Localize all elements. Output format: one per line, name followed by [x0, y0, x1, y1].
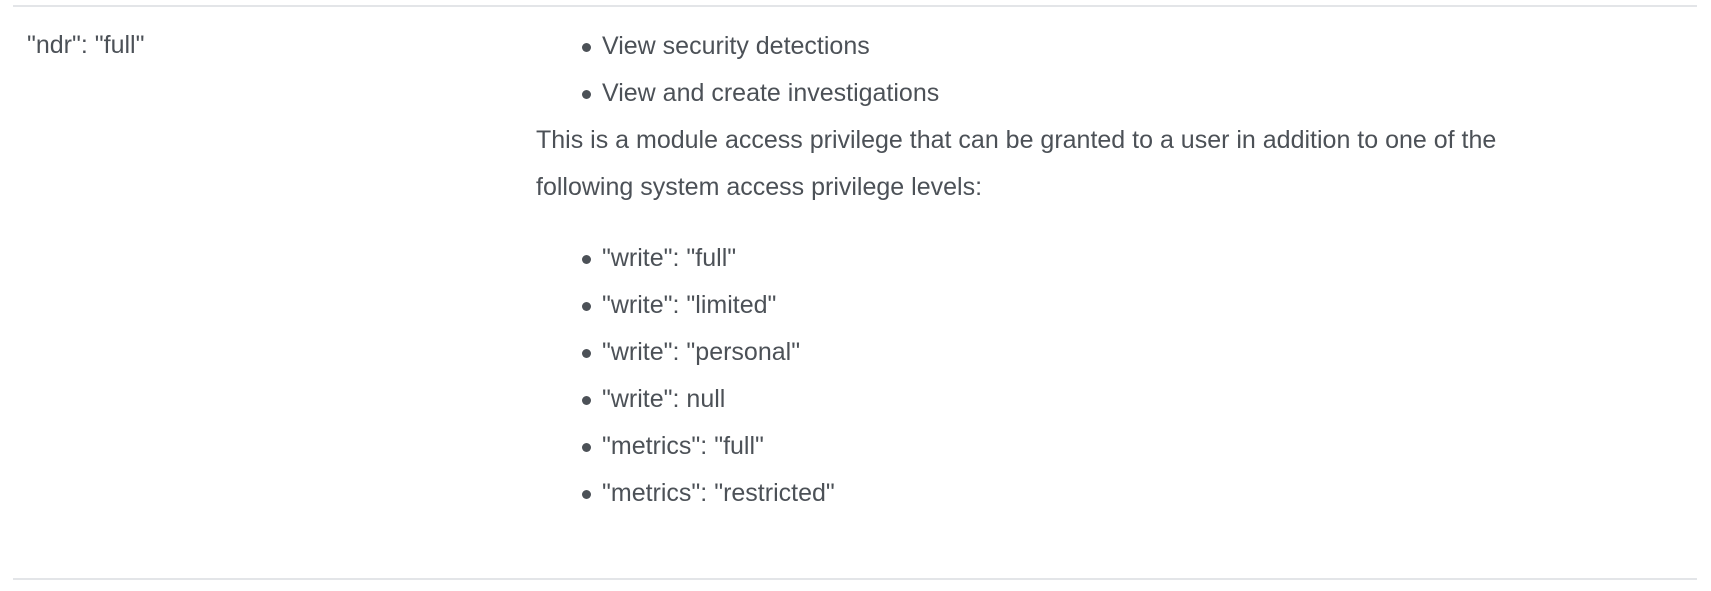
bullet-icon [582, 301, 591, 311]
privilege-level-label: "write": null [602, 385, 726, 413]
bullet-icon [582, 254, 591, 264]
list-item: "write": "limited" [536, 282, 1683, 329]
list-item: "metrics": "restricted" [536, 470, 1683, 517]
capability-list: View security detections View and create… [536, 23, 1683, 117]
bullet-icon [582, 348, 591, 358]
list-item: "write": "full" [536, 235, 1683, 282]
privilege-key-value: "ndr": "full" [27, 31, 145, 59]
bullet-icon [582, 395, 591, 405]
bullet-icon [582, 89, 591, 99]
capability-label: View security detections [602, 32, 870, 60]
privilege-level-label: "write": "full" [602, 244, 737, 272]
privilege-level-label: "metrics": "restricted" [602, 479, 835, 507]
list-item: "write": "personal" [536, 329, 1683, 376]
bullet-icon [582, 442, 591, 452]
list-item: View and create investigations [536, 70, 1683, 117]
privilege-note-paragraph: This is a module access privilege that c… [536, 126, 1497, 201]
privilege-level-label: "write": "personal" [602, 338, 801, 366]
bullet-icon [582, 489, 591, 499]
bullet-icon [582, 42, 591, 52]
privilege-description-cell: View security detections View and create… [525, 7, 1697, 517]
list-item: "metrics": "full" [536, 423, 1683, 470]
list-item: "write": null [536, 376, 1683, 423]
list-item: View security detections [536, 23, 1683, 70]
privilege-key-cell: "ndr": "full" [13, 7, 525, 62]
documentation-table-row: "ndr": "full" View security detections V… [13, 5, 1697, 580]
capability-label: View and create investigations [602, 79, 940, 107]
privilege-level-label: "metrics": "full" [602, 432, 764, 460]
privilege-level-label: "write": "limited" [602, 291, 777, 319]
privilege-level-list: "write": "full" "write": "limited" "writ… [536, 235, 1683, 517]
